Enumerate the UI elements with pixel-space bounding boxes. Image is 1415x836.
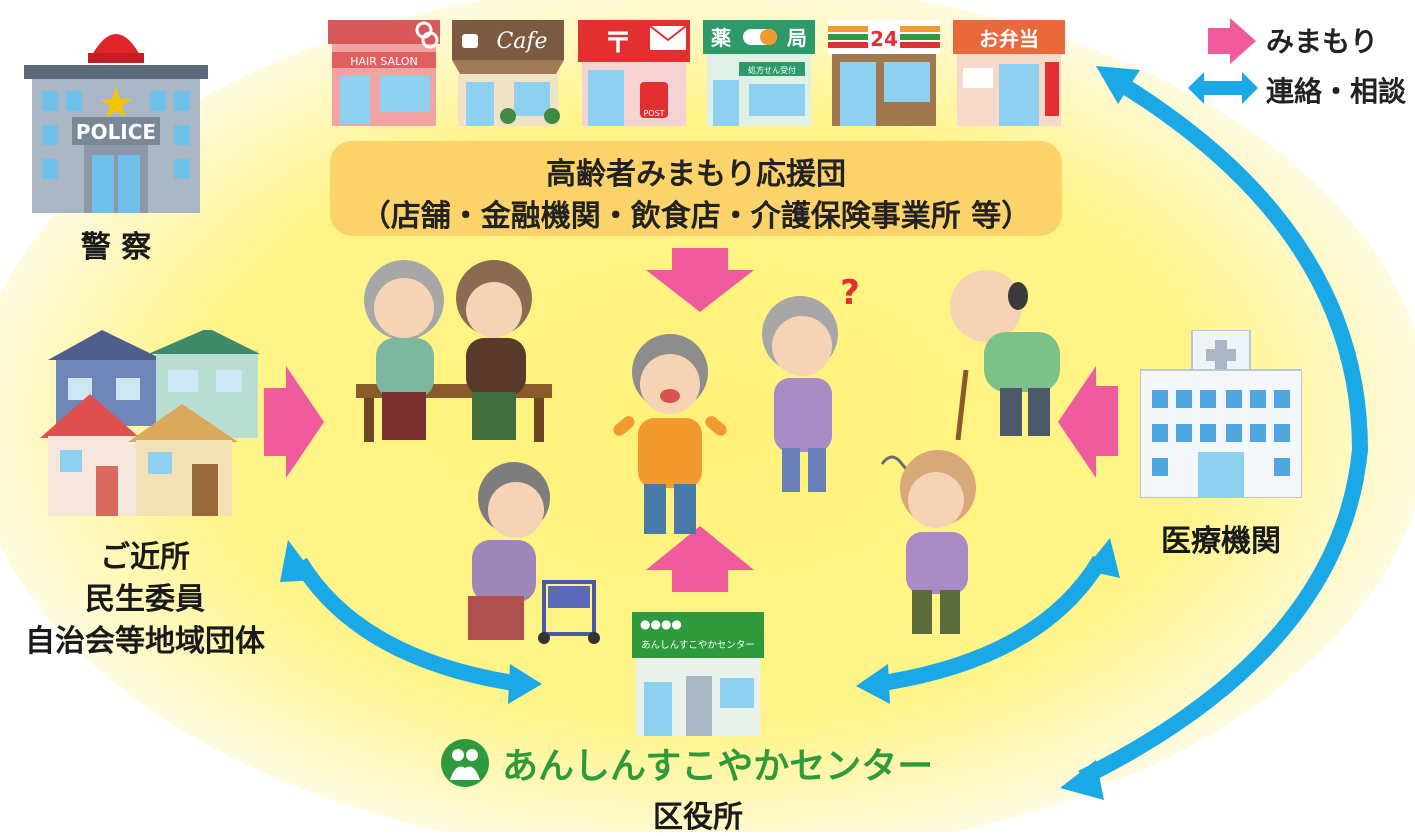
question-mark: ? — [840, 276, 860, 313]
elderly-woman-with-walker-icon — [468, 462, 600, 644]
convenience-store-icon: 24 — [828, 20, 940, 126]
center-building-icon: ●●●● あんしんすこやかセンター — [632, 612, 764, 736]
hospital-icon — [1140, 330, 1302, 498]
legend-contact-label: 連絡・相談 — [1266, 75, 1407, 108]
dizzy-elderly-woman-icon — [880, 450, 976, 634]
center-name-label: あんしんすこやかセンター — [502, 746, 934, 787]
contact-arrow-right-loop — [1060, 66, 1369, 800]
ward-office-label: 区役所 — [653, 800, 743, 835]
hair-salon-icon: HAIR SALON — [328, 20, 440, 126]
banner-title: 高齢者みまもり応援団 — [546, 157, 846, 192]
watch-arrow-down — [646, 248, 754, 312]
contact-arrow-left — [280, 540, 542, 704]
neighbors-label-line1: ご近所 — [100, 540, 190, 575]
watch-arrow-legend-icon — [1208, 18, 1256, 64]
bento-shop-sign: お弁当 — [979, 27, 1039, 51]
elderly-man-with-cane-icon — [950, 270, 1060, 440]
banner-subtitle: （店舗・金融機関・飲食店・介護保険事業所 等） — [360, 199, 1032, 234]
center-brand: あんしんすこやかセンター — [440, 738, 933, 788]
convenience-store-sign: 24 — [870, 27, 898, 51]
police-sign-text: POLICE — [76, 120, 156, 144]
center-building-sign: あんしんすこやかセンター — [641, 640, 755, 651]
center-sign-dots: ●●●● — [640, 617, 682, 631]
neighbors-label-line2: 民生委員 — [85, 582, 205, 617]
hair-salon-sign: HAIR SALON — [350, 55, 418, 68]
watch-arrow-from-medical — [1058, 366, 1118, 478]
contact-arrow-right — [856, 538, 1120, 704]
pharmacy-sign-left: 薬 — [711, 26, 731, 50]
pharmacy-icon: 薬 局 処方せん受付 — [703, 20, 815, 126]
cafe-sign: Cafe — [496, 29, 547, 54]
legend-watch-label: みまもり — [1266, 25, 1379, 58]
police-station-icon: POLICE — [24, 34, 208, 213]
pharmacy-sign-right: 局 — [786, 26, 807, 50]
confused-elderly-woman-icon: ? — [762, 276, 860, 492]
neighbors-label-line3: 自治会等地域団体 — [25, 624, 265, 659]
watch-arrow-up — [646, 526, 754, 592]
contact-arrow-legend-icon — [1188, 72, 1258, 104]
houses-icon — [40, 330, 260, 516]
pharmacy-sub-sign: 処方せん受付 — [748, 65, 796, 75]
watch-arrow-from-neighbors — [264, 366, 324, 478]
bento-shop-icon: お弁当 — [953, 20, 1065, 126]
happy-elderly-man-icon — [613, 334, 727, 534]
cafe-icon: Cafe — [452, 20, 564, 126]
elderly-couple-on-bench-icon — [356, 260, 552, 442]
center-logo-icon — [441, 739, 489, 787]
medical-label: 医療機関 — [1161, 524, 1281, 559]
post-office-icon: 〒 POST — [578, 20, 690, 126]
police-label: 警 察 — [80, 230, 152, 265]
supporters-banner: 高齢者みまもり応援団 （店舗・金融機関・飲食店・介護保険事業所 等） — [330, 141, 1062, 236]
post-sign: POST — [643, 109, 664, 118]
svg-text:〒: 〒 — [604, 26, 632, 59]
